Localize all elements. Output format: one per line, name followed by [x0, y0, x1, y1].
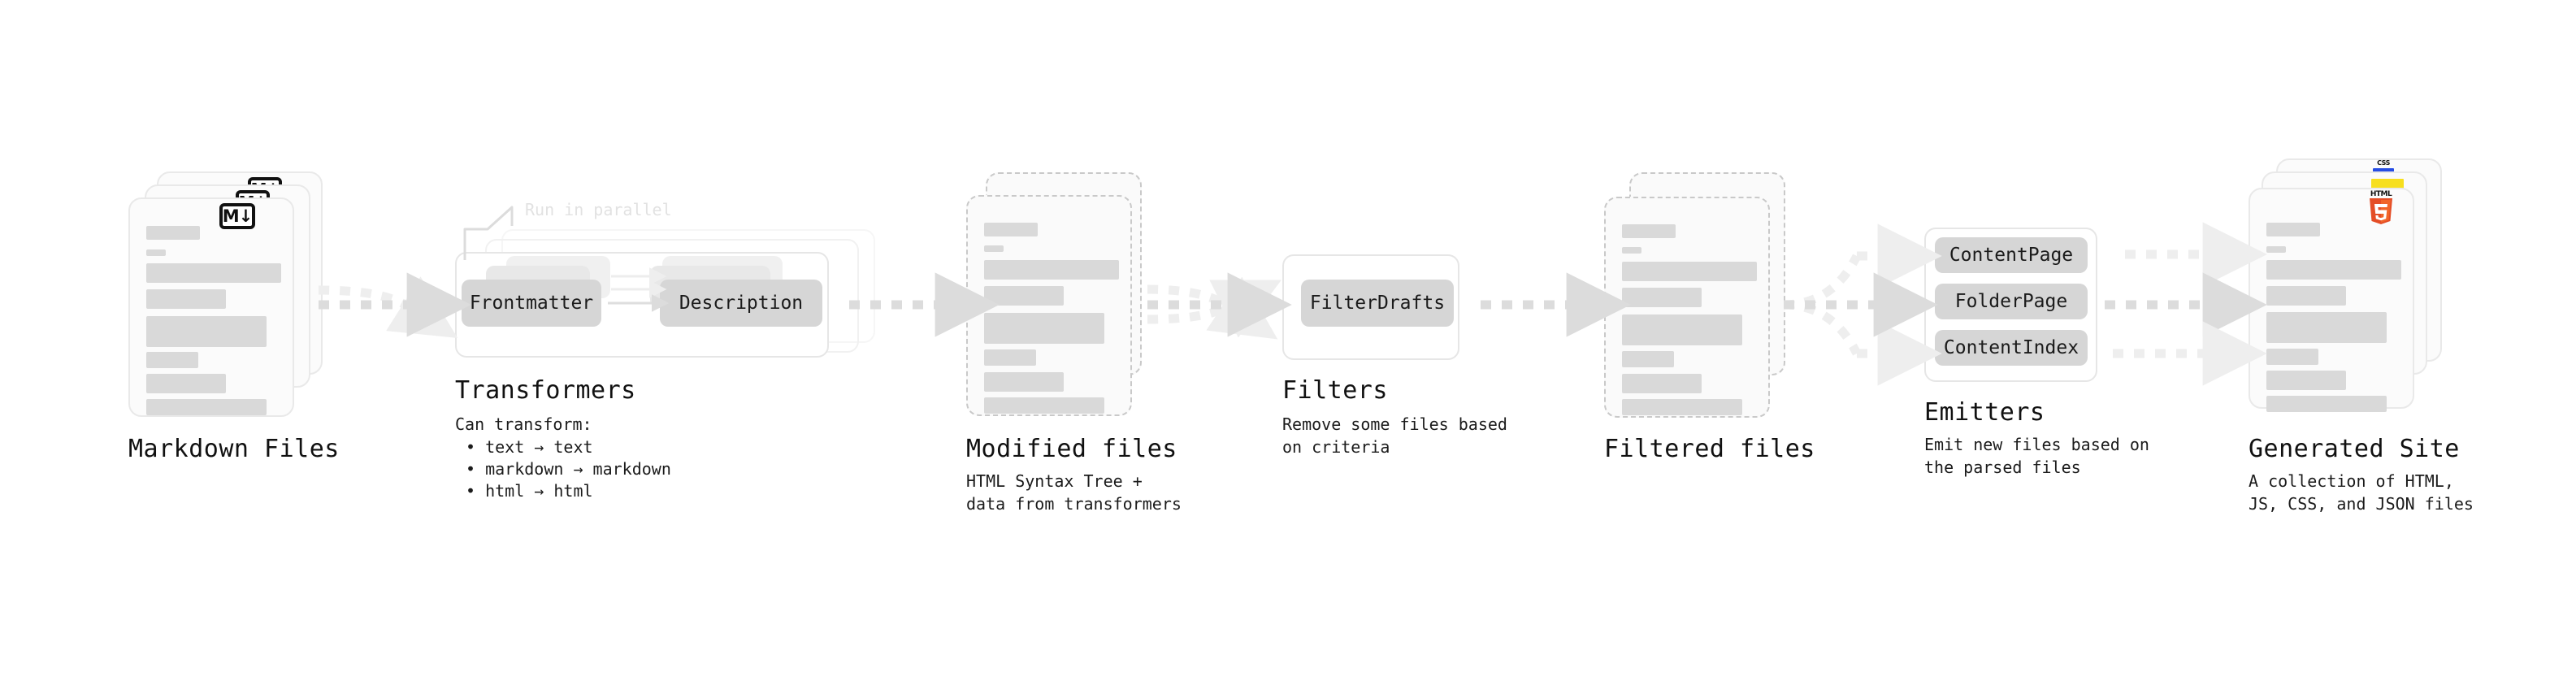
emitters-subtitle: Emit new files based on the parsed files	[1924, 435, 2149, 477]
page-title-emitters: Emitters	[1924, 398, 2045, 427]
skeleton-bar	[146, 374, 226, 393]
skeleton-bar	[984, 223, 1038, 236]
connector-emitters-to-site	[2105, 222, 2267, 386]
skeleton-bar	[984, 397, 1104, 414]
emitter-chip-contentindex[interactable]: ContentIndex	[1935, 330, 2088, 366]
transformers-bullet-2: • html → html	[466, 481, 593, 501]
skeleton-bar	[2266, 312, 2387, 343]
transformers-bullet-1: • markdown → markdown	[466, 459, 671, 479]
skeleton-bar	[2266, 260, 2401, 280]
site-card-html	[2249, 188, 2414, 412]
skeleton-bar	[2266, 246, 2286, 253]
page-title-filtered-files: Filtered files	[1604, 435, 1815, 463]
skeleton-bar	[1622, 288, 1702, 307]
skeleton-bar	[146, 263, 281, 283]
skeleton-bar	[984, 286, 1064, 306]
html5-icon-label: HTML	[2370, 190, 2392, 198]
html5-icon: HTML	[2367, 190, 2395, 224]
skeleton-bar	[146, 249, 166, 256]
skeleton-bar	[146, 226, 200, 240]
page-title-generated-site: Generated Site	[2249, 435, 2460, 463]
generated-site-subtitle: A collection of HTML, JS, CSS, and JSON …	[2249, 471, 2474, 514]
markdown-card-front	[128, 197, 294, 417]
skeleton-bar	[2266, 349, 2318, 365]
transformer-chip-description[interactable]: Description	[660, 280, 822, 327]
filtered-card-front	[1604, 197, 1770, 418]
skeleton-bar	[984, 260, 1119, 280]
skeleton-bar	[2266, 396, 2387, 412]
skeleton-bar	[984, 372, 1064, 392]
markdown-icon: M↓	[219, 203, 255, 229]
connector-md-to-transformers	[318, 272, 471, 338]
skeleton-bar	[146, 399, 267, 415]
page-title-markdown: Markdown Files	[128, 435, 340, 463]
transformers-subtitle: Can transform:	[455, 414, 592, 434]
skeleton-bar	[1622, 262, 1757, 281]
modified-files-subtitle: HTML Syntax Tree + data from transformer…	[966, 471, 1182, 514]
skeleton-bar	[146, 316, 267, 347]
filter-chip-filterdrafts[interactable]: FilterDrafts	[1301, 280, 1454, 327]
skeleton-bar	[146, 352, 198, 368]
emitter-chip-contentpage[interactable]: ContentPage	[1935, 237, 2088, 273]
css-icon: CSS	[2373, 159, 2394, 172]
connector-modified-to-filters	[1147, 272, 1292, 340]
skeleton-bar	[2266, 223, 2320, 236]
skeleton-bar	[1622, 247, 1641, 254]
page-title-transformers: Transformers	[455, 376, 636, 405]
page-title-modified-files: Modified files	[966, 435, 1177, 463]
skeleton-bar	[1622, 374, 1702, 393]
skeleton-bar	[2266, 371, 2346, 390]
skeleton-bar	[1622, 399, 1742, 415]
transformers-bullet-0: • text → text	[466, 437, 593, 457]
modified-card-front	[966, 195, 1132, 416]
connector-filtered-to-emitters	[1783, 223, 1942, 386]
css-icon-label: CSS	[2377, 159, 2390, 167]
transformer-chip-frontmatter[interactable]: Frontmatter	[462, 280, 601, 327]
page-title-filters: Filters	[1282, 376, 1388, 405]
skeleton-bar	[1622, 224, 1676, 238]
skeleton-bar	[146, 289, 226, 309]
skeleton-bar	[2266, 286, 2346, 306]
skeleton-bar	[984, 313, 1104, 344]
skeleton-bar	[984, 349, 1036, 366]
filters-subtitle: Remove some files based on criteria	[1282, 414, 1507, 457]
skeleton-bar	[984, 245, 1004, 252]
skeleton-bar	[1622, 351, 1674, 367]
run-in-parallel-annotation: Run in parallel	[525, 200, 672, 219]
skeleton-bar	[1622, 314, 1742, 345]
emitter-chip-folderpage[interactable]: FolderPage	[1935, 284, 2088, 319]
